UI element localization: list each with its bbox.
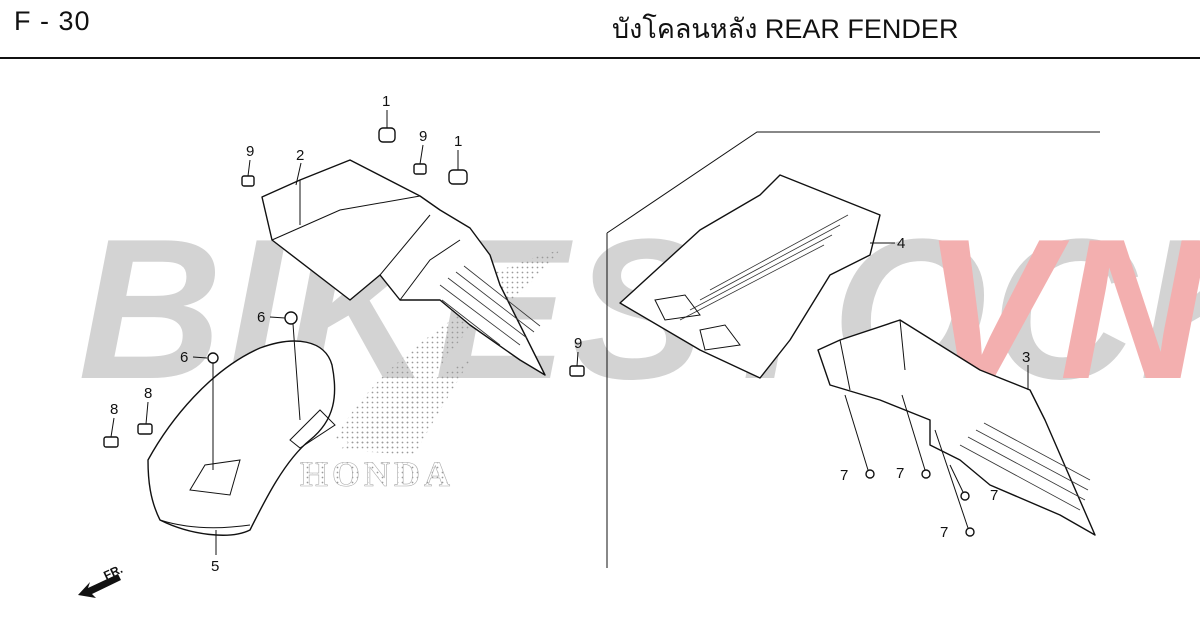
callout-7: 7 bbox=[990, 487, 998, 504]
inset-frame-top bbox=[606, 131, 1100, 234]
callout-3: 3 bbox=[1022, 349, 1030, 366]
callout-2: 2 bbox=[296, 147, 304, 164]
callout-7: 7 bbox=[840, 467, 848, 484]
callout-9: 9 bbox=[246, 143, 254, 160]
part-1-rubber-grommet[interactable] bbox=[378, 127, 468, 185]
callout-9: 9 bbox=[574, 335, 582, 352]
leader-lines bbox=[110, 110, 1029, 555]
part-4-rear-tray[interactable] bbox=[619, 174, 881, 379]
diagram-code: F - 30 bbox=[14, 6, 91, 36]
callout-8: 8 bbox=[144, 385, 152, 402]
part-5-inner-fender[interactable] bbox=[147, 340, 336, 536]
callout-labels: 1 1 2 3 4 5 6 6 7 7 7 7 8 8 9 9 9 bbox=[110, 93, 1030, 575]
callout-9: 9 bbox=[419, 128, 427, 145]
callout-5: 5 bbox=[211, 558, 219, 575]
callout-6: 6 bbox=[257, 309, 265, 326]
part-9-bolt[interactable] bbox=[241, 163, 585, 377]
honda-logo-text: HONDA bbox=[300, 454, 454, 494]
honda-wing-logo: HONDA bbox=[300, 250, 560, 494]
part-8-bolt[interactable] bbox=[103, 423, 153, 448]
arrow-left-icon bbox=[78, 574, 121, 598]
part-7-screw[interactable] bbox=[865, 469, 975, 537]
callout-7: 7 bbox=[940, 524, 948, 541]
callout-8: 8 bbox=[110, 401, 118, 418]
part-3-rear-fender-assembly[interactable] bbox=[817, 319, 1096, 536]
front-direction-marker: FR. bbox=[78, 562, 125, 598]
callout-4: 4 bbox=[897, 235, 905, 252]
callout-1: 1 bbox=[454, 133, 462, 150]
part-2-rear-fender-upper[interactable] bbox=[261, 159, 546, 376]
diagram-title: บังโคลนหลัง REAR FENDER bbox=[612, 14, 959, 44]
front-label: FR. bbox=[101, 562, 124, 583]
header-divider bbox=[0, 57, 1200, 59]
callout-7: 7 bbox=[896, 465, 904, 482]
callout-6: 6 bbox=[180, 349, 188, 366]
callout-1: 1 bbox=[382, 93, 390, 110]
